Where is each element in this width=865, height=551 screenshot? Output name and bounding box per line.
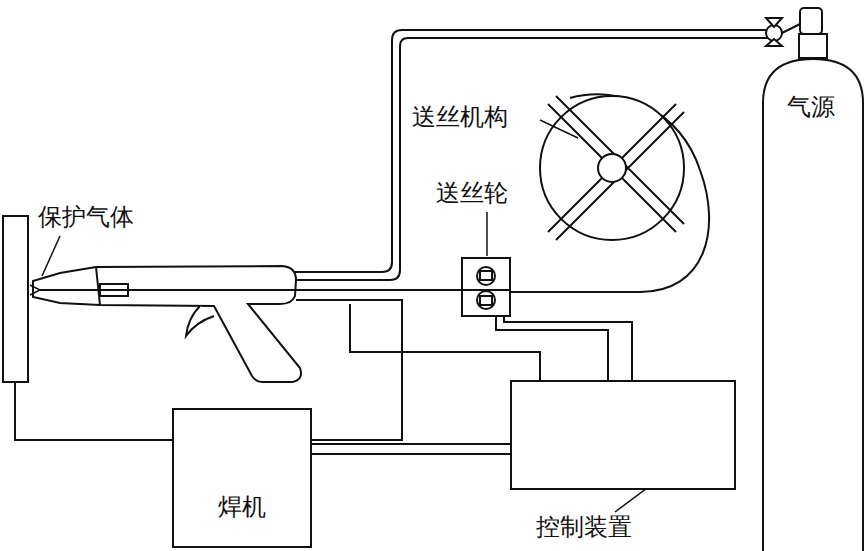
cylinder-neck <box>799 34 827 58</box>
reel-hub <box>598 154 626 182</box>
reel-spokes <box>548 96 684 240</box>
power-source-box: 焊机 <box>172 408 312 548</box>
part-label: 保护气体 <box>36 204 136 230</box>
node-label: 控制装置 <box>534 514 634 540</box>
leader-line <box>486 212 488 256</box>
node-label: 气源 <box>785 94 837 120</box>
gas-hose <box>290 30 768 272</box>
cable-line <box>312 453 510 455</box>
feed-wheel-axle <box>480 296 492 305</box>
part-label: 送丝机构 <box>410 104 510 130</box>
cylinder-body <box>763 59 863 551</box>
trigger <box>186 306 214 336</box>
wire-loop <box>510 94 709 292</box>
workpiece <box>3 216 28 382</box>
double-cable <box>312 444 510 454</box>
welding-gun <box>96 266 301 382</box>
feed-wheel-box <box>462 258 510 316</box>
control-wire <box>496 316 608 380</box>
node-label: 焊机 <box>216 494 268 520</box>
valve <box>766 18 782 46</box>
feed-wheel <box>477 267 495 285</box>
cable-line <box>312 443 510 445</box>
control-box: 控制装置 <box>510 380 736 490</box>
gas-cylinder: 气源 <box>762 58 864 551</box>
feed-wheel-axle <box>480 271 492 280</box>
cylinder-outline <box>762 58 864 551</box>
control-wire <box>504 316 632 380</box>
arc <box>30 285 40 295</box>
leader-line <box>540 120 578 138</box>
welding-wire <box>462 289 510 291</box>
leader-line <box>42 236 60 276</box>
welding-wire <box>40 289 470 291</box>
valve-pipe <box>782 24 800 33</box>
control-wire <box>350 304 540 380</box>
wire-reel <box>540 96 684 240</box>
cylinder-regulator <box>800 8 822 34</box>
feed-wheel <box>477 291 495 309</box>
part-label: 送丝轮 <box>434 180 510 206</box>
work-cable <box>15 382 191 440</box>
